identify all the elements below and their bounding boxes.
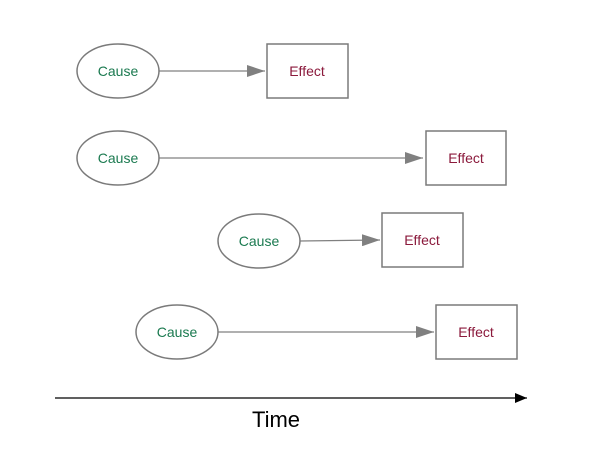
- time-axis-label: Time: [252, 407, 300, 432]
- cause-label-4: Cause: [157, 324, 198, 340]
- effect-label-4: Effect: [458, 324, 494, 340]
- cause-label-2: Cause: [98, 150, 139, 166]
- effect-node-2: Effect: [425, 130, 507, 186]
- cause-node-1: Cause: [76, 43, 160, 99]
- effect-node-4: Effect: [435, 304, 518, 360]
- cause-label-1: Cause: [98, 63, 139, 79]
- effect-node-1: Effect: [266, 43, 349, 99]
- cause-label-3: Cause: [239, 233, 280, 249]
- edge-arrow-3: [299, 234, 381, 247]
- effect-node-3: Effect: [381, 212, 464, 268]
- cause-effect-row-2: Cause Effect: [76, 130, 507, 186]
- cause-node-3: Cause: [217, 213, 301, 269]
- cause-effect-row-4: Cause Effect: [135, 304, 518, 360]
- effect-label-1: Effect: [289, 63, 325, 79]
- time-axis: Time: [55, 393, 527, 432]
- cause-effect-row-1: Cause Effect: [76, 43, 349, 99]
- effect-label-2: Effect: [448, 150, 484, 166]
- cause-node-2: Cause: [76, 130, 160, 186]
- effect-label-3: Effect: [404, 232, 440, 248]
- cause-effect-row-3: Cause Effect: [217, 212, 464, 269]
- cause-node-4: Cause: [135, 304, 219, 360]
